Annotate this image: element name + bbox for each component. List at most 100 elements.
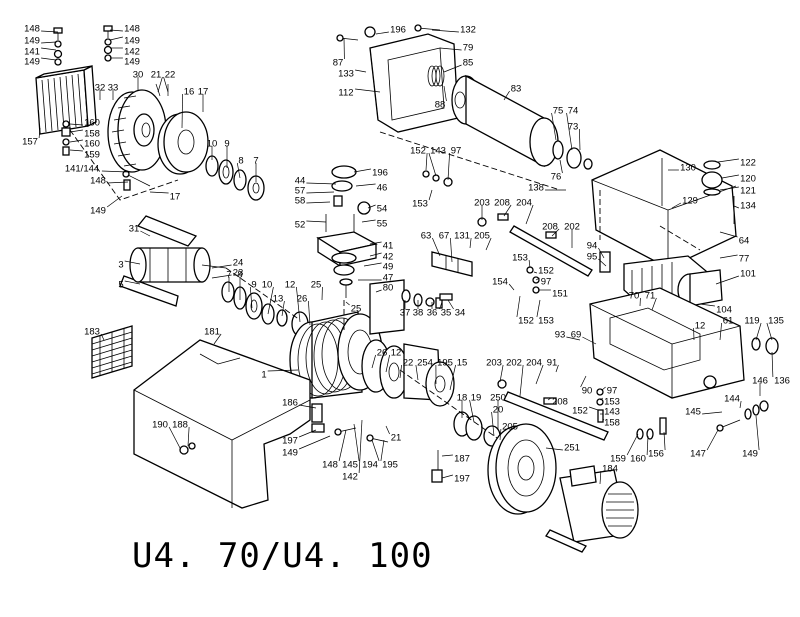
- callout-leader: [299, 404, 317, 409]
- callout-leader: [491, 411, 495, 437]
- part-number-label: 121: [740, 186, 756, 197]
- callout-leader: [443, 64, 462, 73]
- part-number-label: 254: [417, 358, 433, 369]
- part-number-label: 149: [124, 36, 140, 47]
- part-number-label: 1: [261, 370, 266, 381]
- callout-leader: [298, 435, 331, 450]
- part-number-label: 149: [90, 206, 106, 217]
- callout-leader: [109, 36, 123, 41]
- callout-leader: [298, 429, 317, 438]
- callout-leader: [211, 274, 232, 279]
- callout-leader: [168, 426, 181, 449]
- part-number-label: 38: [413, 308, 424, 319]
- heat-exchanger-assembly: [35, 25, 265, 201]
- callout-leader: [559, 159, 563, 174]
- callout-leader: [447, 299, 454, 310]
- part-number-label: 10: [262, 280, 273, 291]
- part-number-label: 74: [568, 106, 579, 117]
- part-number-label: 9: [251, 280, 256, 291]
- callout-leader: [499, 364, 504, 383]
- callout-leader: [516, 295, 521, 318]
- part-number-label: 12: [285, 280, 296, 291]
- callout-leader: [353, 168, 371, 173]
- part-number-label: 7: [226, 270, 231, 281]
- part-number-label: 88: [435, 100, 446, 111]
- part-number-label: 36: [427, 308, 438, 319]
- callout-leader: [140, 230, 151, 237]
- callout-leader: [361, 219, 376, 223]
- part-number-label: 76: [551, 172, 562, 183]
- part-number-label: 190: [152, 420, 168, 431]
- part-number-label: 186: [282, 398, 298, 409]
- part-number-label: 145: [342, 460, 358, 471]
- callout-leader: [580, 375, 587, 388]
- callout-leader: [598, 258, 607, 267]
- callout-leader: [739, 400, 742, 409]
- callout-leader: [441, 454, 453, 457]
- part-number-label: 12: [391, 348, 402, 359]
- callout-leader: [267, 369, 299, 372]
- callout-leader: [281, 300, 285, 317]
- callout-leader: [69, 149, 83, 152]
- part-number-label: 159: [610, 454, 626, 465]
- part-number-label: 5: [118, 280, 123, 291]
- callout-leader: [345, 301, 350, 306]
- part-number-label: 148: [24, 24, 40, 35]
- callout-leader: [69, 123, 83, 126]
- silencer-tank: [589, 149, 779, 440]
- part-number-label: 120: [740, 174, 756, 185]
- callout-leader: [41, 47, 57, 51]
- callout-leader: [425, 152, 428, 171]
- part-number-label: 90: [582, 386, 593, 397]
- part-number-label: 46: [377, 183, 388, 194]
- callout-leader: [721, 174, 739, 179]
- part-number-label: 69: [571, 330, 582, 341]
- part-number-label: 130: [680, 163, 696, 174]
- callout-leader: [187, 426, 190, 447]
- callout-leader: [380, 439, 385, 462]
- part-number-label: 208: [494, 198, 510, 209]
- part-number-label: 80: [383, 283, 394, 294]
- part-number-label: 154: [492, 277, 508, 288]
- callout-leader: [601, 386, 606, 391]
- callout-leader: [566, 112, 573, 151]
- part-number-label: 8: [238, 156, 243, 167]
- part-number-label: 188: [172, 420, 188, 431]
- cover-hood: [91, 325, 311, 509]
- callout-leader: [385, 354, 390, 373]
- callout-leader: [719, 254, 738, 259]
- part-number-label: 9: [224, 139, 229, 150]
- callout-leader: [107, 181, 129, 184]
- part-number-label: 203: [474, 198, 490, 209]
- part-number-label: 197: [282, 436, 298, 447]
- part-number-label: 158: [604, 418, 620, 429]
- callout-leader: [38, 127, 41, 139]
- part-number-label: 141/144: [65, 164, 99, 175]
- part-number-label: 26: [377, 348, 388, 359]
- rail-brackets: [422, 170, 609, 441]
- callout-leader: [551, 112, 557, 141]
- callout-leader: [428, 152, 437, 177]
- part-number-label: 149: [124, 57, 140, 68]
- callout-leader: [447, 152, 450, 181]
- part-number-label: 158: [84, 129, 100, 140]
- callout-leader: [124, 280, 141, 285]
- callout-leader: [369, 241, 382, 245]
- part-number-label: 141: [24, 47, 40, 58]
- callout-leader: [450, 237, 453, 263]
- part-number-label: 54: [377, 204, 388, 215]
- part-number-label: 91: [547, 358, 558, 369]
- part-number-label: 157: [22, 137, 38, 148]
- part-number-label: 104: [716, 305, 732, 316]
- callout-leader: [428, 189, 433, 201]
- callout-leader: [213, 333, 222, 345]
- part-number-label: 152: [572, 406, 588, 417]
- callout-leader: [236, 162, 241, 179]
- part-number-label: 134: [740, 201, 756, 212]
- part-number-label: 194: [362, 460, 378, 471]
- part-number-label: 49: [383, 262, 394, 273]
- callout-leader: [599, 470, 602, 485]
- callout-leader: [536, 299, 541, 318]
